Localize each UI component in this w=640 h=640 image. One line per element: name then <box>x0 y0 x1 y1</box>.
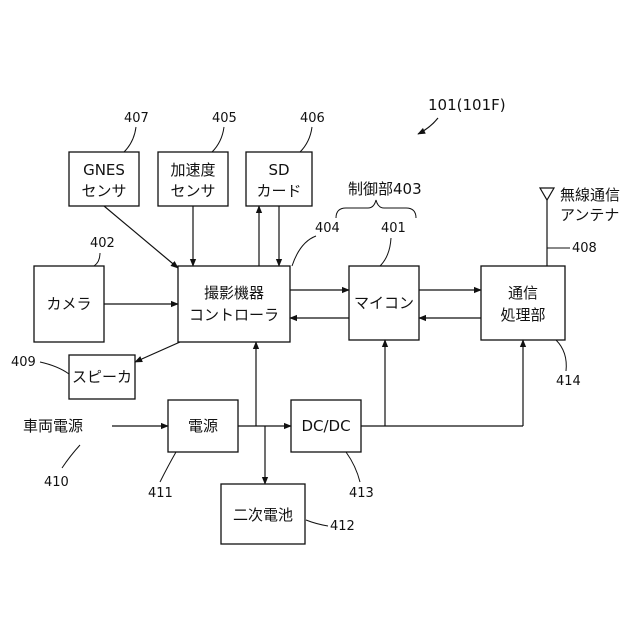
ref-408: 408 <box>572 241 597 256</box>
sd-card-line1: SD <box>268 161 289 179</box>
dcdc-converter-block: DC/DC <box>291 400 361 452</box>
camera-label: カメラ <box>46 295 91 313</box>
dcdc-converter-label: DC/DC <box>301 417 350 435</box>
camera-controller-line2: コントローラ <box>189 306 279 324</box>
camera-controller-block: 撮影機器 コントローラ <box>178 266 290 342</box>
ref-412: 412 <box>330 519 355 534</box>
leader-410 <box>62 445 80 468</box>
communication-processor-block: 通信 処理部 <box>481 266 565 340</box>
ref-402: 402 <box>90 236 115 251</box>
leader-412 <box>306 520 328 526</box>
ref-414: 414 <box>556 374 581 389</box>
secondary-battery-label: 二次電池 <box>233 506 293 524</box>
figure-label-arrow <box>418 118 438 134</box>
ref-401: 401 <box>381 221 406 236</box>
acceleration-sensor-block: 加速度 センサ <box>158 152 228 206</box>
sd-card-line2: カード <box>256 182 301 200</box>
leader-414 <box>556 340 566 371</box>
acceleration-sensor-line1: 加速度 <box>170 161 215 179</box>
leader-406 <box>300 127 312 152</box>
ref-405: 405 <box>212 111 237 126</box>
leader-407 <box>124 127 136 152</box>
antenna-icon <box>540 188 554 266</box>
control-unit-label: 制御部403 <box>348 180 422 198</box>
antenna-label-line1: 無線通信 <box>560 186 620 204</box>
control-unit-brace <box>336 200 416 218</box>
camera-controller-line1: 撮影機器 <box>204 284 264 302</box>
microcontroller-block: マイコン <box>349 266 419 340</box>
gnss-sensor-block: GNES センサ <box>69 152 139 206</box>
ref-411: 411 <box>148 486 173 501</box>
ref-413: 413 <box>349 486 374 501</box>
figure-label: 101(101F) <box>428 96 506 114</box>
gnss-sensor-line1: GNES <box>83 161 125 179</box>
sd-card-block: SD カード <box>246 152 312 206</box>
secondary-battery-block: 二次電池 <box>221 484 305 544</box>
power-supply-block: 電源 <box>168 400 238 452</box>
leader-411 <box>160 452 176 482</box>
speaker-label: スピーカ <box>72 368 132 386</box>
communication-processor-line1: 通信 <box>508 284 538 302</box>
ref-404: 404 <box>315 221 340 236</box>
leader-401 <box>380 238 391 266</box>
leader-404 <box>292 236 316 266</box>
leader-409 <box>40 362 69 374</box>
vehicle-power-label: 車両電源 <box>23 417 83 435</box>
ref-406: 406 <box>300 111 325 126</box>
speaker-block: スピーカ <box>69 355 135 399</box>
antenna-label-line2: アンテナ <box>560 206 619 224</box>
leader-402 <box>94 253 100 266</box>
ref-407: 407 <box>124 111 149 126</box>
leader-413 <box>346 452 360 482</box>
microcontroller-label: マイコン <box>354 294 414 312</box>
gnss-sensor-line2: センサ <box>81 182 126 200</box>
ref-409: 409 <box>11 355 36 370</box>
communication-processor-line2: 処理部 <box>500 306 545 324</box>
camera-block: カメラ <box>34 266 104 342</box>
power-supply-label: 電源 <box>188 417 218 435</box>
leader-405 <box>212 127 224 152</box>
acceleration-sensor-line2: センサ <box>170 182 215 200</box>
ref-410: 410 <box>44 475 69 490</box>
